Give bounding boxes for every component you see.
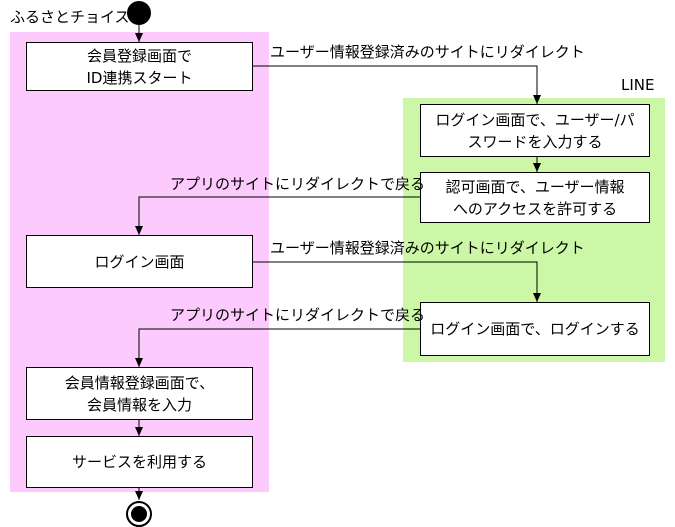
edge-label-redirect-back-2: アプリのサイトにリダイレクトで戻る — [170, 306, 426, 324]
node-line-consent-text: 認可画面で、ユーザー情報 へのアクセスを許可する — [445, 177, 625, 218]
lane-label-line: LINE — [621, 76, 655, 94]
node-line-consent: 認可画面で、ユーザー情報 へのアクセスを許可する — [420, 172, 650, 223]
edge-label-redirect-registered-1: ユーザー情報登録済みのサイトにリダイレクト — [270, 43, 585, 61]
start-node — [127, 1, 151, 25]
node-id-link-start-text: 会員登録画面で ID連携スタート — [86, 46, 193, 87]
node-line-login-text: ログイン画面で、ログインする — [430, 320, 640, 338]
node-use-service-text: サービスを利用する — [71, 453, 207, 471]
end-node-inner — [131, 506, 147, 522]
edge-label-redirect-registered-2: ユーザー情報登録済みのサイトにリダイレクト — [270, 239, 585, 257]
node-login-screen-text: ログイン画面 — [94, 252, 185, 271]
edge-e1 — [253, 65, 541, 104]
node-member-info-input-text: 会員情報登録画面で、 会員情報を入力 — [64, 373, 215, 414]
edge-label-redirect-back-1: アプリのサイトにリダイレクトで戻る — [170, 175, 426, 193]
node-id-link-start: 会員登録画面で ID連携スタート — [26, 42, 253, 91]
node-line-login-input-text: ログイン画面で、ユーザー/パ スワードを入力する — [435, 110, 635, 151]
edge-e2 — [135, 196, 420, 235]
node-use-service: サービスを利用する — [26, 436, 253, 488]
node-line-login-input: ログイン画面で、ユーザー/パ スワードを入力する — [420, 104, 650, 157]
edge-e4 — [135, 328, 420, 367]
edge-e3 — [253, 261, 541, 302]
lane-label-furusato-choice: ふるさとチョイス — [10, 8, 130, 26]
node-line-login: ログイン画面で、ログインする — [420, 302, 650, 356]
node-member-info-input: 会員情報登録画面で、 会員情報を入力 — [26, 367, 253, 420]
node-login-screen: ログイン画面 — [26, 235, 253, 288]
